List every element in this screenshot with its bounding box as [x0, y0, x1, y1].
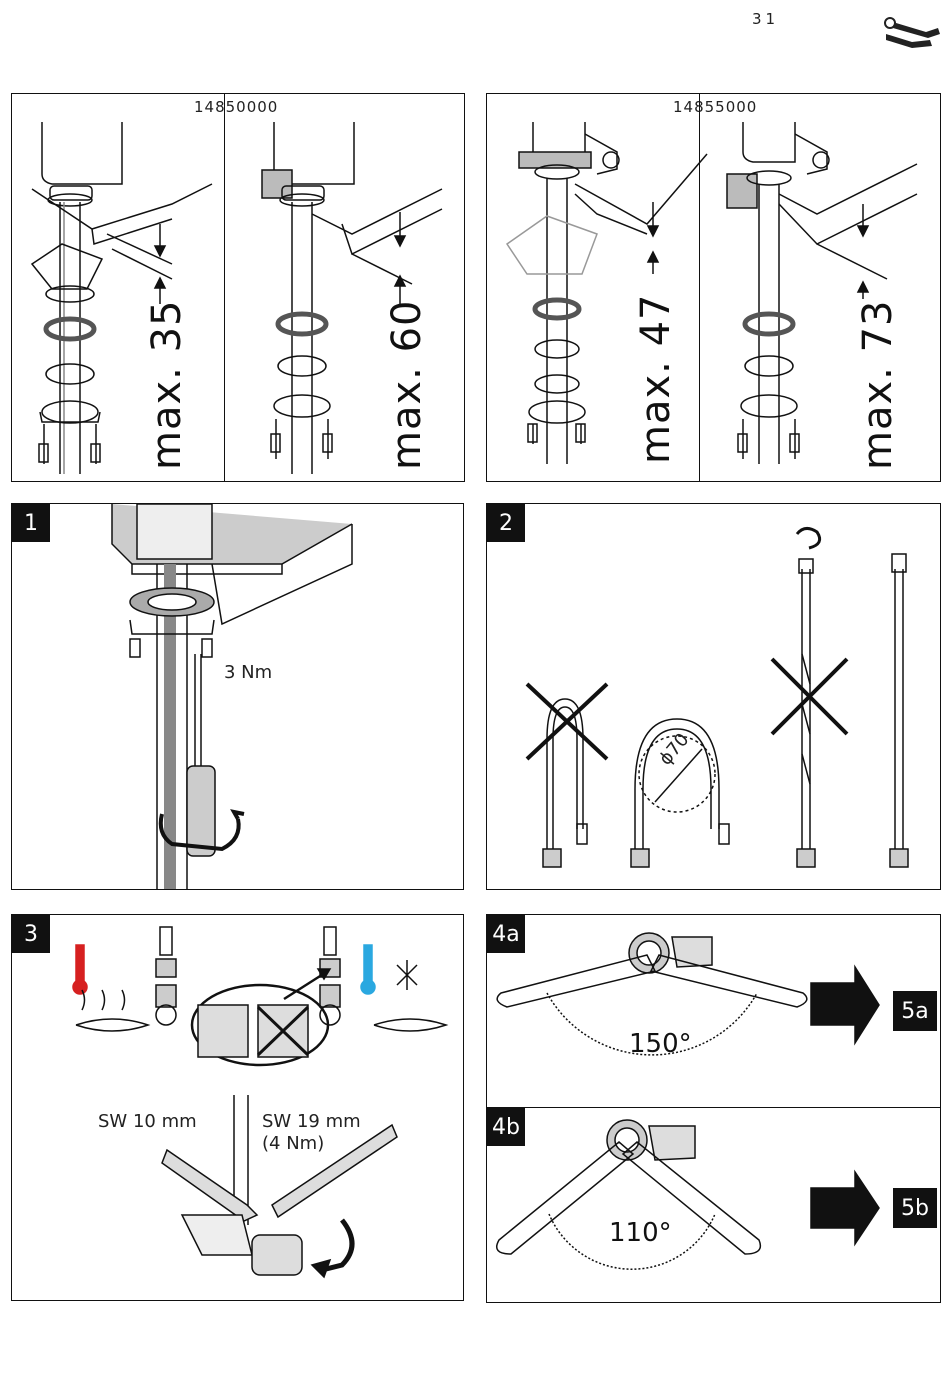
- hose-bending-diagram: [487, 504, 941, 890]
- sw19-torque-label: (4 Nm): [262, 1133, 324, 1154]
- angle-110-label: 110°: [609, 1218, 672, 1248]
- step-4b-panel: 4b 110° 5b: [486, 1107, 941, 1303]
- next-step-badge: 5b: [893, 1188, 937, 1228]
- angle-110-diagram: [487, 1108, 941, 1303]
- page-number: 31: [752, 10, 779, 28]
- angle-150-diagram: [487, 915, 941, 1108]
- max-60-label: max. 60: [384, 300, 430, 470]
- step-2-panel: 2: [486, 503, 941, 890]
- step-1-panel: 1 3 Nm: [11, 503, 464, 890]
- wrench-screwdriver-icon: [882, 12, 942, 52]
- connect-hoses-diagram: [12, 915, 464, 1301]
- max-73-label: max. 73: [855, 300, 901, 470]
- next-step-badge: 5a: [893, 991, 937, 1031]
- step-4a-panel: 4a 150° 5a: [486, 914, 941, 1108]
- tighten-screws-diagram: [12, 504, 464, 890]
- sw19-label: SW 19 mm: [262, 1111, 361, 1132]
- torque-label: 3 Nm: [224, 662, 272, 683]
- panel-14855000: 14855000: [486, 93, 941, 482]
- max-35-label: max. 35: [144, 300, 190, 470]
- panel-14850000: 14850000: [11, 93, 465, 482]
- sw10-label: SW 10 mm: [98, 1111, 197, 1132]
- step-3-panel: 3: [11, 914, 464, 1301]
- angle-150-label: 150°: [629, 1029, 692, 1059]
- max-47-label: max. 47: [633, 294, 679, 464]
